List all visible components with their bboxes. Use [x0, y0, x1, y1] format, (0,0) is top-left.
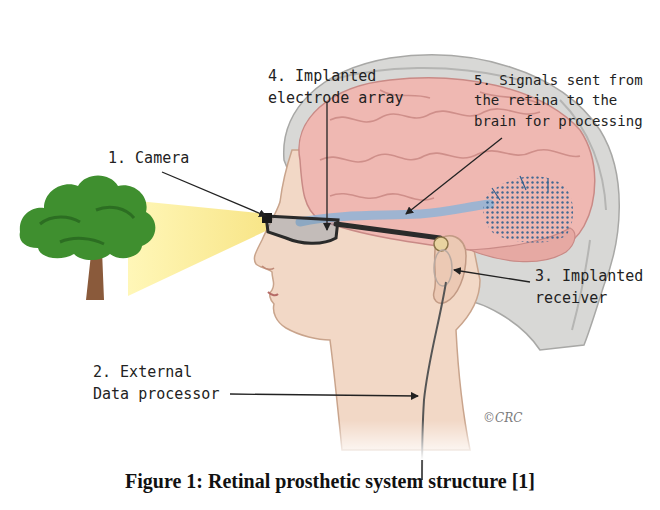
callout-label: 3. Implanted receiver — [535, 266, 653, 310]
glasses — [262, 213, 440, 243]
figure-caption: Figure 1: Retinal prosthetic system stru… — [0, 470, 660, 493]
leader-line — [162, 172, 266, 216]
cortex-signal — [492, 176, 548, 200]
leader-line — [230, 394, 418, 396]
callout-label: 1. Camera — [108, 148, 189, 170]
leader-line — [326, 102, 327, 230]
lips — [268, 292, 278, 295]
tree — [20, 176, 156, 301]
callout-label: 4. Implanted electrode array — [268, 66, 410, 110]
leader-line — [454, 270, 530, 282]
fade — [250, 420, 510, 460]
callout-label: 2. External Data processor — [93, 362, 231, 406]
leader-line — [406, 138, 502, 214]
receiver-coil — [434, 250, 452, 286]
ear — [434, 236, 466, 303]
implanted-receiver — [434, 237, 448, 251]
nostril — [262, 266, 274, 269]
visual-cortex — [483, 176, 573, 242]
callout-label: 5. Signals sent from the retina to the b… — [474, 70, 648, 131]
watermark: ©CRC — [483, 410, 522, 427]
